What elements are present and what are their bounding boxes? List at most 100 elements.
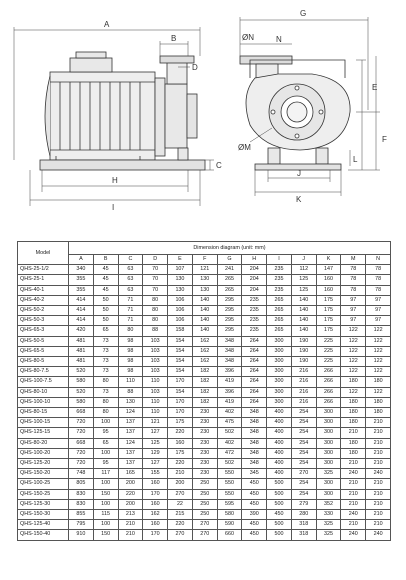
motor-body [49,71,156,161]
model-cell: QHS-25-1 [17,274,69,286]
dimension-cell: 210 [340,488,367,500]
dimension-cell: 475 [216,417,243,429]
dimension-cell: 348 [216,356,243,368]
dimension-cell: 204 [241,274,268,286]
dimension-cell: 595 [216,498,243,511]
dimension-cell: 112 [290,264,317,276]
dimension-cell: 580 [216,509,243,521]
dimension-cell: 210 [365,509,391,521]
dimension-cell: 162 [191,356,218,368]
dimension-cell: 103 [142,335,169,347]
column-header: M [340,253,367,266]
pump-casing-side [164,83,188,149]
dimension-cell: 235 [241,305,268,317]
model-cell: QHS-125-40 [17,519,69,531]
dimension-cell: 355 [68,284,94,296]
dimension-cell: 106 [167,294,193,307]
dimension-cell: 300 [266,386,292,398]
dimension-cell: 300 [266,335,292,347]
dimension-cell: 300 [315,427,342,439]
dimension-cell: 210 [340,498,367,511]
dimension-cell: 220 [167,427,193,439]
dimension-cell: 98 [117,345,144,358]
model-cell: QHS-100-7.5 [17,376,69,388]
dimension-cell: 73 [92,345,119,358]
dimension-cell: 182 [191,386,218,398]
dimension-cell: 235 [266,264,292,276]
dimension-cell: 264 [241,386,268,398]
column-header: J [290,253,317,266]
dimension-cell: 140 [290,325,317,337]
dimension-cell: 213 [117,509,144,521]
dimension-cell: 348 [241,427,268,439]
dimension-cell: 500 [266,498,292,511]
dimension-cell: 220 [117,488,144,500]
dimension-cell: 121 [191,264,218,276]
dimension-cell: 210 [365,478,391,490]
dimension-cell: 400 [266,458,292,470]
dimension-cell: 720 [68,458,94,470]
dimension-cell: 396 [216,366,243,378]
dimension-cell: 162 [142,509,169,521]
dimension-cell: 160 [142,478,169,490]
dimension-cell: 300 [266,356,292,368]
dimension-cell: 235 [241,294,268,307]
dimension-cell: 266 [315,366,342,378]
dimension-cell: 110 [142,396,169,409]
dimension-cell: 348 [241,417,268,429]
model-cell: QHS-125-20 [17,458,69,470]
dimension-cell: 230 [191,407,218,419]
dimension-cell: 160 [142,498,169,511]
dimension-cell: 165 [117,468,144,480]
dimension-cell: 170 [167,396,193,409]
dimension-cell: 182 [191,366,218,378]
dimension-cell: 127 [142,427,169,439]
dimension-cell: 720 [68,447,94,460]
dimension-cell: 78 [365,264,391,276]
dimension-cell: 450 [241,488,268,500]
dimension-cell: 160 [315,284,342,296]
model-cell: QHS-25-1/2 [17,264,69,276]
dimension-cell: 254 [290,447,317,460]
dimension-cell: 70 [142,264,169,276]
dimension-cell: 190 [290,335,317,347]
model-cell: QHS-80-15 [17,407,69,419]
dimension-cell: 97 [340,315,367,327]
dimension-cell: 170 [142,529,169,541]
dimension-cell: 180 [365,396,391,409]
label-l: L [353,155,358,164]
dimension-cell: 270 [167,529,193,541]
dimension-cell: 265 [266,294,292,307]
dimension-cell: 235 [266,284,292,296]
dimension-cell: 175 [315,294,342,307]
dimension-cell: 100 [92,417,119,429]
dimension-cell: 300 [266,366,292,378]
dimension-cell: 348 [216,345,243,358]
model-cell: QHS-150-20 [17,468,69,480]
dimension-cell: 264 [241,396,268,409]
dimension-cell: 130 [191,284,218,296]
dimension-cell: 550 [216,478,243,490]
dimension-cell: 325 [315,468,342,480]
dimension-cell: 352 [315,498,342,511]
dimension-cell: 210 [340,458,367,470]
dimension-cell: 500 [266,478,292,490]
dimension-cell: 210 [365,488,391,500]
dimension-cell: 348 [241,437,268,449]
dimension-cell: 80 [142,294,169,307]
dimension-cell: 235 [241,325,268,337]
dimension-cell: 97 [340,305,367,317]
model-cell: QHS-125-15 [17,427,69,439]
model-cell: QHS-80-10 [17,386,69,398]
dimension-cell: 419 [216,396,243,409]
dimension-cell: 580 [68,396,94,409]
